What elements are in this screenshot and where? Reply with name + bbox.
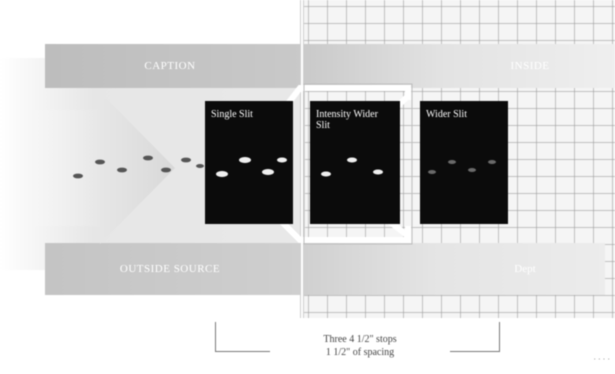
light-dot: [196, 164, 204, 168]
panel-dot-faint: [428, 170, 436, 174]
light-dot: [181, 157, 191, 163]
panel-label: Wider Slit: [426, 109, 467, 120]
panel-intensity-wider-slit: Intensity Wider Slit: [310, 101, 400, 224]
light-dot: [161, 167, 171, 173]
panel-dot: [216, 171, 228, 177]
connector-outline: [303, 83, 413, 245]
connector-frame-edge: [303, 83, 413, 245]
panel-dot-faint: [468, 168, 476, 172]
panel-dot: [239, 157, 251, 163]
light-dot: [117, 167, 127, 173]
top-bar: [45, 44, 615, 88]
corner-note: · · · ·: [593, 355, 610, 364]
panel-dot: [321, 171, 331, 177]
light-dots: [73, 155, 204, 179]
bottom-bar-left-label: OUTSIDE SOURCE: [119, 263, 221, 275]
panel-label: Intensity Wider Slit: [316, 109, 378, 131]
panel-dot-faint: [448, 160, 456, 164]
top-bar-left-label: CAPTION: [144, 60, 196, 72]
light-dot: [95, 159, 105, 165]
panel-single-slit: Single Slit: [205, 101, 293, 224]
panel-dot-faint: [488, 160, 496, 164]
panel-dot: [262, 169, 274, 175]
panel-label: Single Slit: [211, 109, 253, 120]
arrow-shape: [30, 92, 175, 244]
light-dot: [73, 173, 83, 179]
bottom-bar-right-label: Dept: [514, 263, 536, 275]
light-dot: [143, 155, 153, 161]
bottom-bar: [45, 243, 605, 295]
dimension-label: Three 4 1/2" stops 1 1/2" of spacing: [270, 333, 450, 367]
top-bar-right-label: INSIDE: [510, 60, 550, 72]
panel-dot: [373, 169, 383, 175]
panel-dot: [347, 157, 357, 163]
panel-dot: [277, 157, 287, 163]
